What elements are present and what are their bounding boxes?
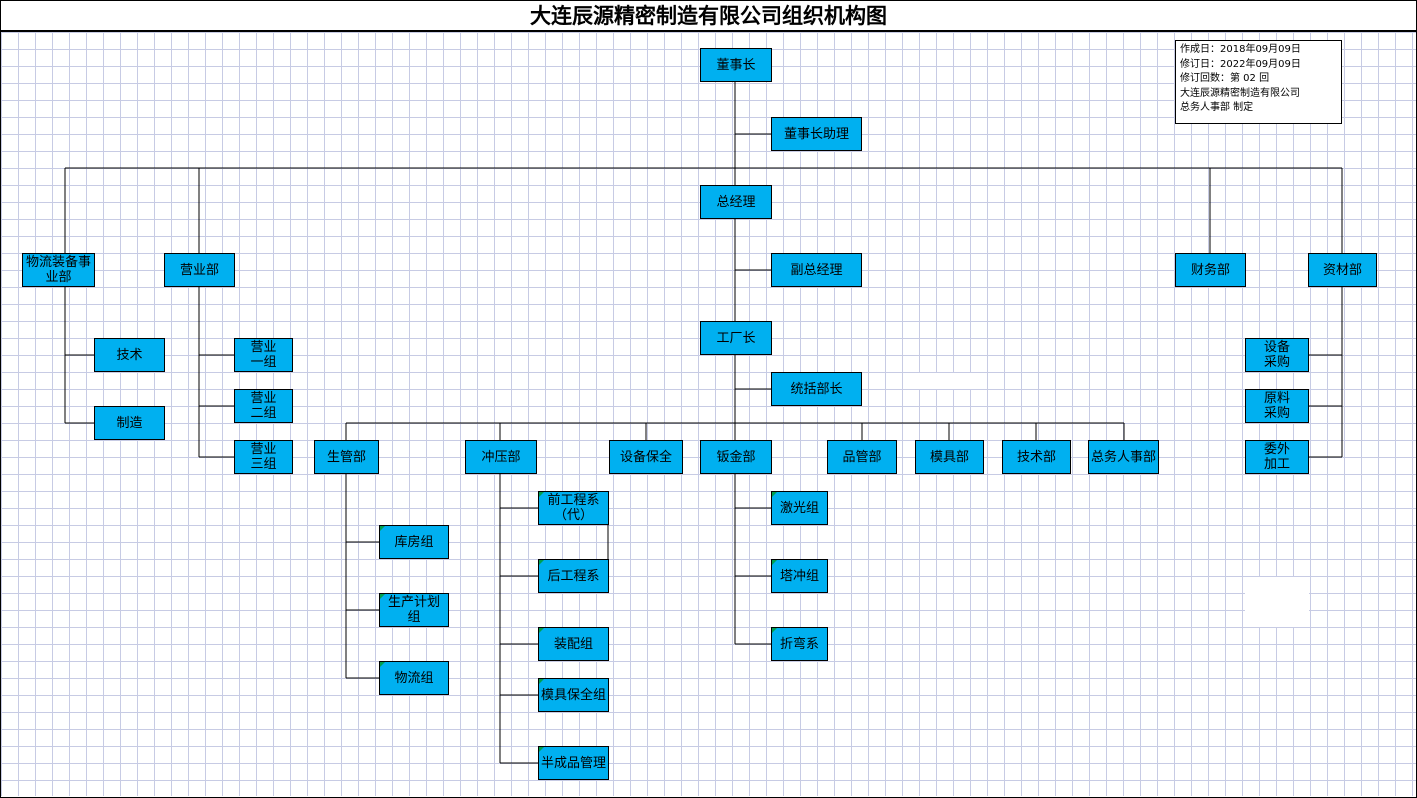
node-pre-process: 前工程系 （代） xyxy=(538,491,609,525)
node-sales-group-3: 营业 三组 xyxy=(234,440,293,474)
node-production-mgmt: 生管部 xyxy=(314,440,379,474)
node-sales-dept: 营业部 xyxy=(164,253,235,287)
node-semi-finished-mgmt: 半成品管理 xyxy=(538,746,609,780)
node-logistics-tech: 技术 xyxy=(94,338,165,372)
maker-dept: 总务人事部 制定 xyxy=(1180,102,1254,113)
node-tech-dept: 技术部 xyxy=(1002,440,1071,474)
node-logistics-division: 物流装备事 业部 xyxy=(22,253,95,287)
node-sales-group-1: 营业 一组 xyxy=(234,338,293,372)
node-equipment-maintenance: 设备保全 xyxy=(609,440,683,474)
created-date: 作成日：2018年09月09日 xyxy=(1180,44,1301,55)
node-assembly-group: 装配组 xyxy=(538,627,609,661)
node-factory-director: 工厂长 xyxy=(700,321,772,355)
company-name: 大连辰源精密制造有限公司 xyxy=(1180,87,1300,99)
revised-date: 修订日：2022年09月09日 xyxy=(1180,58,1301,70)
node-ga-hr-dept: 总务人事部 xyxy=(1088,440,1159,474)
blank-cell xyxy=(915,373,983,389)
revision-count: 修订回数：第 02 回 xyxy=(1180,73,1270,84)
node-outsourcing: 委外 加工 xyxy=(1245,440,1309,474)
blank-cell xyxy=(1245,577,1309,627)
node-sheet-metal-dept: 钣金部 xyxy=(700,440,772,474)
node-deputy-gm: 副总经理 xyxy=(771,253,862,287)
node-bending-group: 折弯系 xyxy=(771,627,828,661)
node-laser-group: 激光组 xyxy=(771,491,828,525)
node-post-process: 后工程系 xyxy=(538,559,609,593)
node-mold-dept: 模具部 xyxy=(915,440,984,474)
chart-title: 大连辰源精密制造有限公司组织机构图 xyxy=(1,1,1416,32)
node-materials-dept: 资材部 xyxy=(1308,253,1377,287)
node-quality-dept: 品管部 xyxy=(827,440,897,474)
node-chairman: 董事长 xyxy=(700,48,772,82)
node-stamping-dept: 冲压部 xyxy=(465,440,537,474)
node-sales-group-2: 营业 二组 xyxy=(234,389,293,423)
node-logistics-manufacture: 制造 xyxy=(94,406,165,440)
node-chairman-assistant: 董事长助理 xyxy=(771,117,862,151)
node-equipment-purchase: 设备 采购 xyxy=(1245,338,1309,372)
node-turret-group: 塔冲组 xyxy=(771,559,828,593)
node-raw-purchase: 原料 采购 xyxy=(1245,389,1309,423)
node-logistics-group: 物流组 xyxy=(379,661,449,695)
node-coordinator: 统括部长 xyxy=(771,372,862,406)
node-finance-dept: 财务部 xyxy=(1175,253,1246,287)
node-warehouse-group: 库房组 xyxy=(379,525,449,559)
node-production-plan-group: 生产计划组 xyxy=(379,593,449,627)
node-mold-maintenance-group: 模具保全组 xyxy=(538,678,609,712)
node-general-manager: 总经理 xyxy=(700,185,772,219)
document-info-box: 作成日：2018年09月09日 修订日：2022年09月09日 修订回数：第 0… xyxy=(1175,40,1342,124)
